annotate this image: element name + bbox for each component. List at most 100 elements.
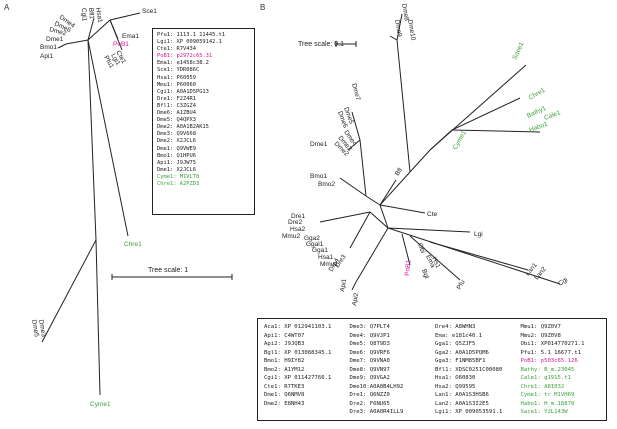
legend-entry: Ema1: e1458c38.2 [157, 60, 209, 67]
legend-entry: Cte1: R7V434 [157, 46, 196, 53]
legend-entry: Dme5: Q4QPX3 [157, 117, 196, 124]
tree-a-branch-arthropods [65, 39, 89, 45]
legend-entry: Gga3: F1NM85BF1 [435, 358, 486, 364]
tree-b-leaf: Hsa1 [318, 254, 334, 261]
legend-entry: Bmo2: A1YM12 [264, 366, 305, 373]
legend-entry: Dme6: A1ZBU4 [157, 110, 196, 117]
legend-entry: Dme2: X2JCL6 [157, 138, 196, 145]
legend-entry: Cyme1: tr M1VH69 [520, 392, 575, 398]
tree-b-leaf: Gga2 [304, 235, 320, 242]
legend-entry: Dme3: Q7PLT4 [349, 324, 390, 330]
tree-b-branch [429, 129, 453, 151]
tree-b-leaf: Gga1 [312, 247, 328, 254]
legend-entry: Hsa2: Q99595 [435, 383, 476, 390]
tree-b-leaf: Dre1 [291, 213, 305, 220]
tree-b-leaf: Hs1 [430, 256, 441, 270]
tree-a-leaf: Dme2 [48, 26, 67, 37]
legend-entry: Lan1: A0A1S3HSB6 [435, 392, 489, 398]
tree-a-scale: Tree scale: 1 [111, 267, 233, 280]
tree-a-branch-vertebrates [87, 17, 95, 41]
tree-b-leaf: Mmu1 [320, 261, 338, 268]
tree-b-branch [396, 13, 403, 41]
tree-a-leaf: Ema1 [122, 33, 139, 40]
legend-entry: Bmo1: H9IY82 [264, 358, 305, 364]
tree-a-leaf: PoB1 [113, 41, 129, 48]
tree-b-branch [379, 179, 397, 206]
tree-a-scale-label: Tree scale: 1 [148, 267, 188, 274]
tree-b-branch [451, 97, 521, 131]
legend-entry: Bfl1: XDSC0251C00080 [435, 366, 503, 373]
tree-b-leaf: Lgi [474, 231, 483, 238]
tree-b-leaf: Dre3 [334, 253, 348, 269]
tree-b-branch [365, 195, 381, 206]
legend-entry: Bmo1: Q1HPU6 [157, 152, 196, 159]
legend-entry: Dme9: Q9VGA2 [349, 375, 390, 381]
tree-b-leaf: Pfu [456, 279, 467, 291]
tree-a-leaf: Dme5 [30, 319, 40, 338]
legend-entry: Cale1: g1915.t1 [520, 375, 572, 381]
tree-b-branch [379, 171, 411, 206]
tree-a-branch-sce [109, 12, 141, 21]
tree-a-branch-dme [41, 239, 97, 343]
tree-b-leaf: Dre2 [288, 219, 302, 226]
tree-b-leaf: Dme1 [310, 141, 328, 148]
tree-b-leaf: Dme9 [393, 19, 403, 38]
legend-entry: Aca1: XP 012941103.1 [264, 324, 332, 330]
legend-entry: Dme10:A0A0B4LH92 [349, 383, 404, 390]
tree-a-branch-api [57, 43, 67, 49]
tree-b-branch [369, 211, 389, 229]
legend-entry: Pfu1: 5.1 16677.t1 [520, 349, 582, 356]
legend-entry: Lan2: A0A1S3I2E5 [435, 400, 489, 407]
legend-entry: Gga1: Q5ZJF5 [435, 341, 476, 347]
legend-entry: Chre1: A2PZD3 [157, 180, 200, 187]
legend-entry: Dme5: Q8T9D3 [349, 341, 390, 347]
legend-entry: Dme2: A0A1B2AK15 [157, 124, 209, 131]
tree-b-leaf: Cte [427, 211, 438, 218]
tree-b-branch [389, 35, 398, 41]
tree-a-leaf: Cgi1 [80, 8, 87, 22]
legend-entry: Sace1: Y2L143W [520, 409, 568, 415]
legend-entry: Dme6: Q9VRF6 [349, 349, 390, 356]
legend-entry: Cte1: R7TKE3 [264, 383, 305, 390]
legend-entry: Cgi1: XP 011427766.1 [264, 375, 332, 381]
legend-entry: Lgi1: XP 009053591.1 [435, 409, 503, 415]
tree-a-leaf: Bmo1 [40, 44, 57, 51]
legend-entry: Dre1: F2Z4R1 [157, 95, 196, 102]
tree-b-branch [387, 227, 561, 285]
legend-entry: Dme3: Q9V668 [157, 131, 196, 138]
tree-a-leaf: Bfl1 [87, 8, 95, 20]
tree-b-leaf: Hsa2 [290, 226, 306, 233]
tree-b-branch [401, 233, 411, 266]
legend-entry: Dme1: Q6NMV8 [264, 392, 305, 398]
legend-entry: Lgi1: XP 009059142.1 [157, 39, 222, 46]
legend-entry: Dme1: Q9VWE9 [157, 145, 196, 152]
tree-a-leaf: Dme3 [37, 319, 47, 338]
tree-a-leaf: Dme1 [46, 36, 64, 43]
legend-entry: Mmu2: Q9Z0V8 [520, 332, 561, 339]
tree-a-leaf: Api1 [40, 53, 53, 60]
legend-entry: Pfu1: 1113.1 11445.t1 [157, 32, 226, 38]
tree-b-branch [396, 39, 411, 173]
tree-a-leaf: Hsa1 [94, 7, 104, 24]
tree-b-leaf: Bgl [420, 268, 430, 280]
legend-entry: Dme4: Q9VJP1 [349, 332, 390, 339]
tree-b-branch [379, 204, 426, 214]
legend-entry: Bfl1: C3ZGZ4 [157, 102, 196, 109]
tree-b-branch [409, 149, 431, 173]
legend-entry: Dre4: A8WHN3 [435, 324, 476, 330]
tree-a-branch-chre [87, 39, 129, 237]
legend-entry: Chre1: A8I032 [520, 383, 565, 390]
tree-b-leaf: Obi [416, 242, 426, 254]
tree-b-leaf: Dme8 [400, 3, 410, 22]
legend-entry: Gga2: A0A1D5PQM6 [435, 349, 489, 356]
tree-a-leaf: Sce1 [142, 8, 157, 15]
legend-entry: Mmu1: Q9Z0V7 [520, 324, 561, 330]
tree-b-leaf: Mmu2 [282, 233, 300, 240]
legend-entry: Dre1: Q6NZZ0 [349, 392, 390, 398]
legend-entry: PoB1: p2972c65.31 [157, 53, 213, 60]
tree-b-scale-label: Tree scale: 0.1 [298, 41, 344, 48]
tree-b-leaf: Cgi [557, 276, 569, 287]
